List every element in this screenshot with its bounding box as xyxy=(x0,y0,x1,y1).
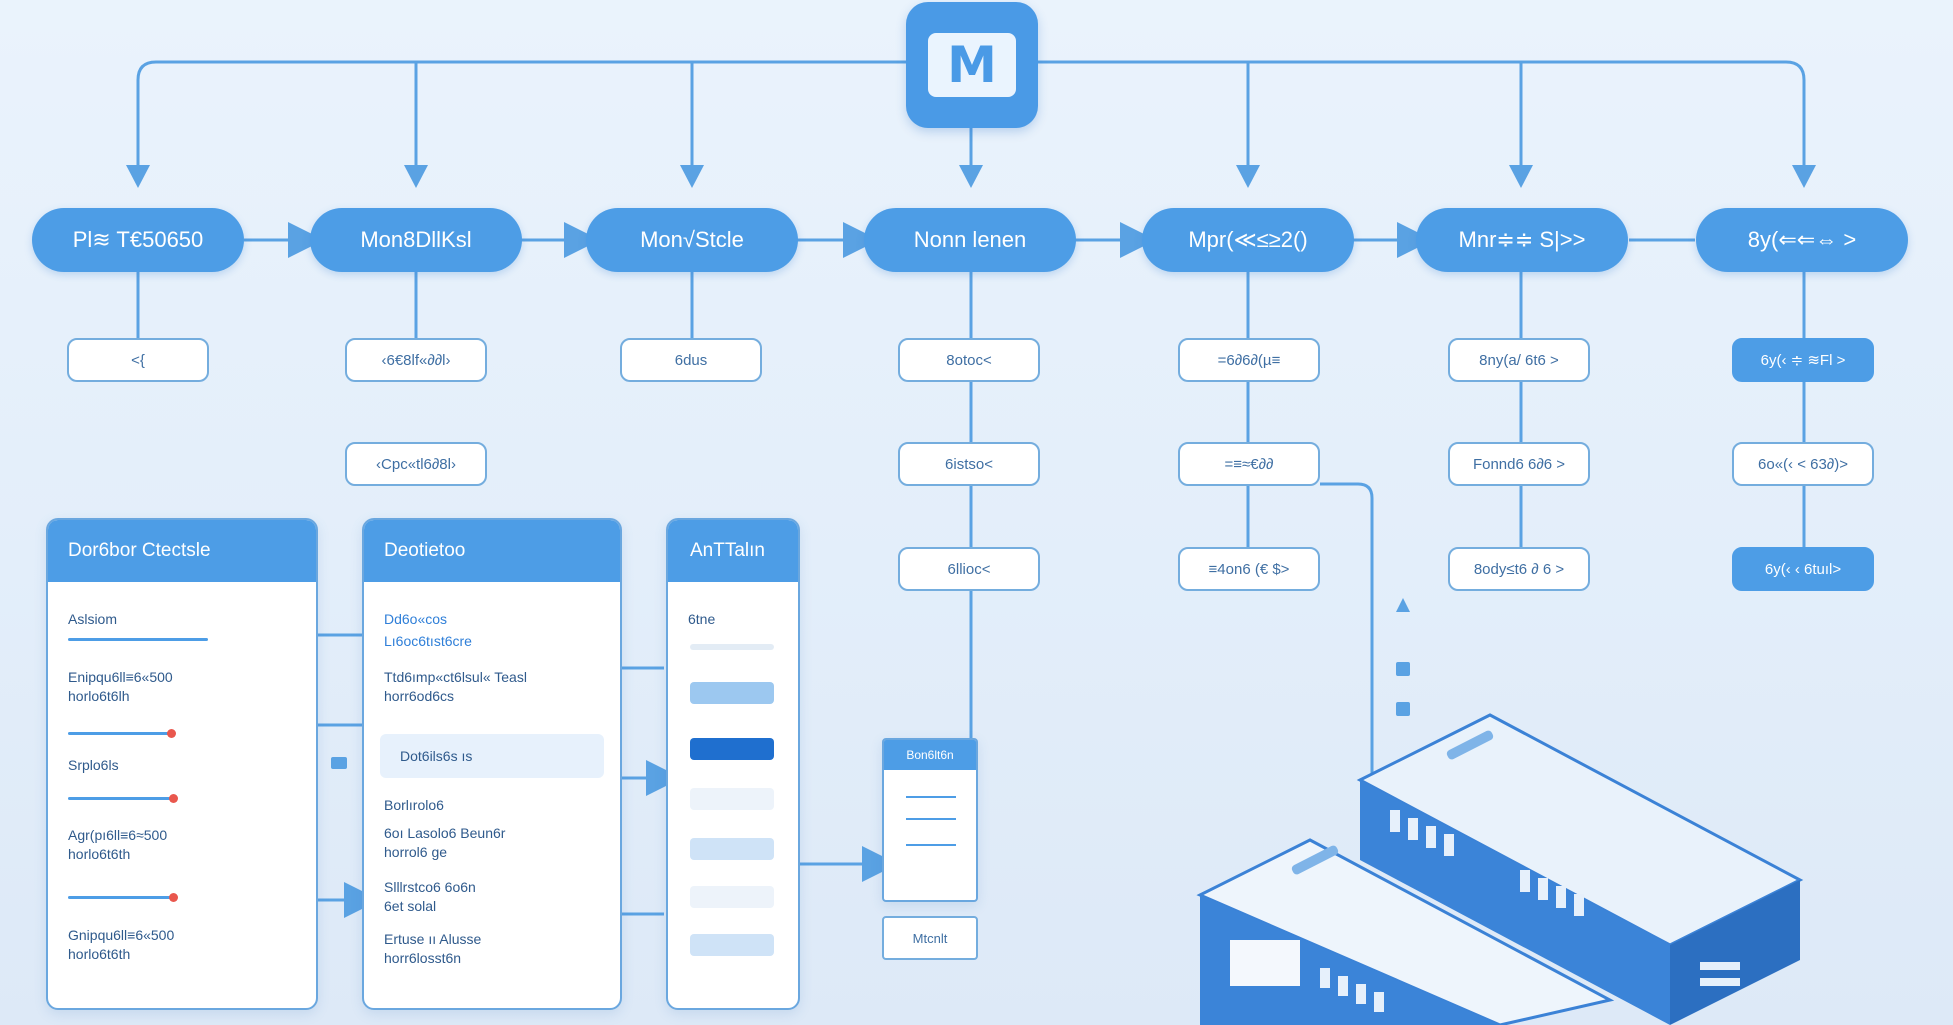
detail-text: Borlırolo6 xyxy=(384,797,444,813)
option-bar[interactable] xyxy=(690,838,774,860)
server-rack-icon xyxy=(1196,713,1804,1025)
slider-track xyxy=(68,896,173,899)
document-card[interactable]: Bon6lt6n xyxy=(882,738,978,902)
sub-node[interactable]: ≡4on6 (€ $> xyxy=(1178,547,1320,591)
detail-text: Dot6ils6s ıs xyxy=(400,748,473,764)
pipeline-node-6[interactable]: Mnr≑≑ S|>> xyxy=(1416,208,1628,272)
sub-node-active[interactable]: 6y(‹ ‹ 6tuıl> xyxy=(1732,547,1874,591)
panel-title: AnTTalın xyxy=(668,520,798,582)
hub-mail-node[interactable]: M xyxy=(906,2,1038,128)
sub-node[interactable]: =6∂6∂(µ≡ xyxy=(1178,338,1320,382)
sub-node[interactable]: ‹6€8lf«∂∂l› xyxy=(345,338,487,382)
option-bar[interactable] xyxy=(690,682,774,704)
slider-track xyxy=(68,732,171,735)
sub-node[interactable]: 6dus xyxy=(620,338,762,382)
pipeline-node-5[interactable]: Mpr(≪≤≥2() xyxy=(1142,208,1354,272)
panel-label: 6tne xyxy=(688,611,716,627)
card-footer-button[interactable]: Mtcnlt xyxy=(882,916,978,960)
detail-text: Ertuse ıı Alusse horr6losst6n xyxy=(384,931,482,966)
detail-text: Slllrstco6 6o6n 6et solal xyxy=(384,879,476,914)
bus-left xyxy=(136,60,906,165)
bus-right xyxy=(1038,60,1806,165)
panel-item: Enipqu6ll≡6«500 horlo6t6lh xyxy=(68,669,173,704)
pipeline-node-4[interactable]: Nonn lenen xyxy=(864,208,1076,272)
slider-knob[interactable] xyxy=(169,893,178,902)
settings-panel: Dor6bor Ctectsle Aslsiom Enipqu6ll≡6«500… xyxy=(46,518,318,1010)
mail-icon: M xyxy=(928,33,1016,97)
panel-item: Aslsiom xyxy=(68,611,118,627)
sub-node[interactable]: <{ xyxy=(67,338,209,382)
pipeline-node-2[interactable]: Mon8DllKsl xyxy=(310,208,522,272)
sub-node[interactable]: Fonnd6 6∂6 > xyxy=(1448,442,1590,486)
card-title: Bon6lt6n xyxy=(884,740,976,770)
slider-knob[interactable] xyxy=(169,794,178,803)
doc-line xyxy=(906,818,956,820)
panel-item: Srplo6ls xyxy=(68,757,119,773)
highlight-row[interactable]: Dot6ils6s ıs xyxy=(380,734,604,778)
slider[interactable] xyxy=(68,892,178,904)
sub-node[interactable]: ‹Cpc«tl6∂8l› xyxy=(345,442,487,486)
detail-text: 6oı Lasolo6 Beun6r horrol6 ge xyxy=(384,825,506,860)
sub-node[interactable]: 6o«(‹ < 63∂)> xyxy=(1732,442,1874,486)
underline xyxy=(68,638,208,641)
option-bar[interactable] xyxy=(690,934,774,956)
link[interactable]: Lı6oc6tıst6cre xyxy=(384,633,472,649)
status-panel: AnTTalın 6tne xyxy=(666,518,800,1010)
slider-track xyxy=(68,797,173,800)
placeholder-bar xyxy=(690,644,774,650)
option-bar[interactable] xyxy=(690,886,774,908)
slider[interactable] xyxy=(68,793,178,805)
panel-title: Deotietoo xyxy=(364,520,620,582)
pipeline-node-1[interactable]: Pl≋ T€50650 xyxy=(32,208,244,272)
sub-node[interactable]: =≡≈€∂∂ xyxy=(1178,442,1320,486)
option-bar[interactable] xyxy=(690,788,774,810)
link[interactable]: Dd6o«cos xyxy=(384,611,448,627)
sub-node-active[interactable]: 6y(‹ ≑ ≋Fl > xyxy=(1732,338,1874,382)
sub-node[interactable]: 8otoc< xyxy=(898,338,1040,382)
panel-item: Agr(pı6ll≡6≈500 horlo6t6th xyxy=(68,827,168,862)
doc-lines-icon xyxy=(906,796,956,846)
detail-text: Ttd6ımp«ct6lsul« Teasl horr6od6cs xyxy=(384,669,527,704)
slider-knob[interactable] xyxy=(167,729,176,738)
option-bar-selected[interactable] xyxy=(690,738,774,760)
details-panel: Deotietoo Dd6o«cos Lı6oc6tıst6cre Ttd6ım… xyxy=(362,518,622,1010)
sub-node[interactable]: 6llioc< xyxy=(898,547,1040,591)
sub-node[interactable]: 8ny(a/ 6t6 > xyxy=(1448,338,1590,382)
slider[interactable] xyxy=(68,728,178,740)
sub-node[interactable]: 8ody≤t6 ∂ 6 > xyxy=(1448,547,1590,591)
pipeline-node-7[interactable]: 8y(⇐⇐⇔ > xyxy=(1696,208,1908,272)
panel-title: Dor6bor Ctectsle xyxy=(48,520,316,582)
sub-node[interactable]: 6istso< xyxy=(898,442,1040,486)
panel-item: Gnipqu6ll≡6«500 horlo6t6th xyxy=(68,927,175,962)
pipeline-node-3[interactable]: Mon√Stcle xyxy=(586,208,798,272)
